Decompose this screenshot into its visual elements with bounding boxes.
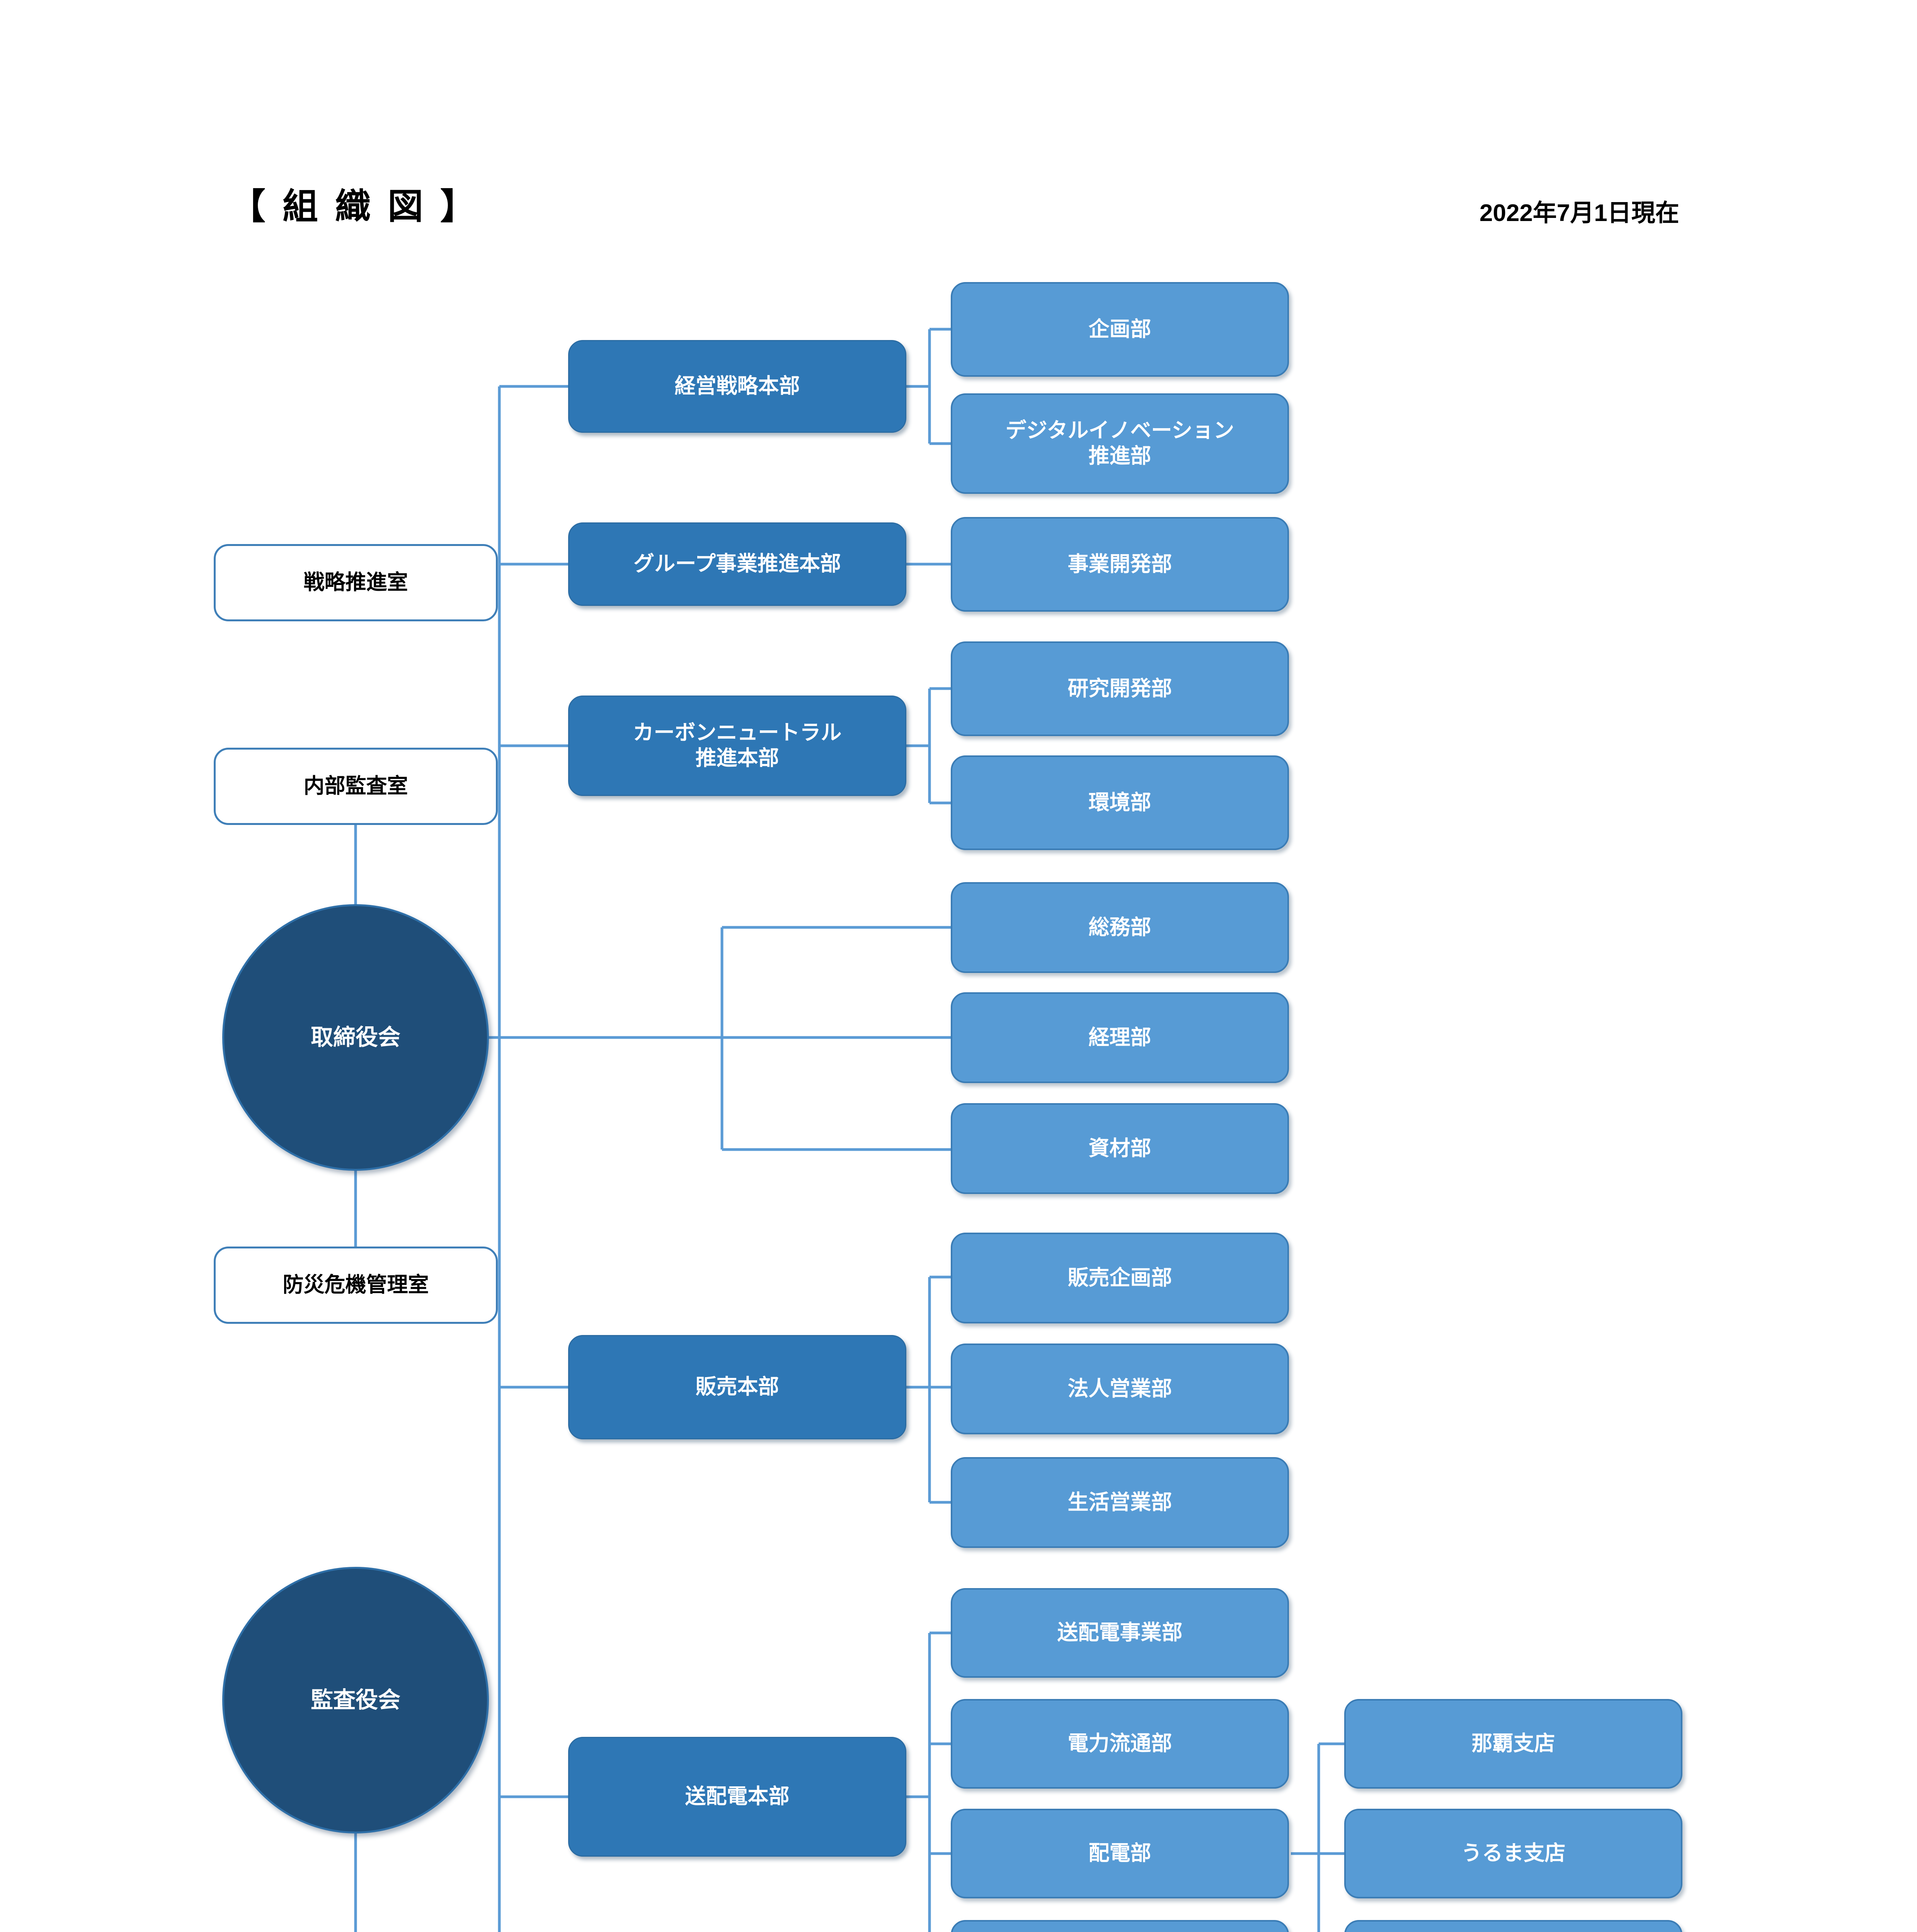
node-uruma-branch[interactable]: うるま支店 xyxy=(1344,1809,1682,1898)
node-planning-dept[interactable]: 企画部 xyxy=(951,282,1289,377)
node-carbon-neutral-division-label: カーボンニュートラル 推進本部 xyxy=(633,721,842,770)
node-strategy-office[interactable]: 戦略推進室 xyxy=(214,544,498,621)
node-materials-dept[interactable]: 資材部 xyxy=(951,1103,1289,1194)
node-distribution-dept[interactable]: 配電部 xyxy=(951,1809,1289,1898)
node-board-of-directors[interactable]: 取締役会 xyxy=(222,904,489,1171)
node-consumer-sales-dept[interactable]: 生活営業部 xyxy=(951,1457,1289,1548)
node-digital-innovation-dept-label: デジタルイノベーション 推進部 xyxy=(1005,419,1234,468)
node-carbon-neutral-division[interactable]: カーボンニュートラル 推進本部 xyxy=(568,696,906,796)
node-general-affairs-dept[interactable]: 総務部 xyxy=(951,882,1289,973)
node-environment-dept[interactable]: 環境部 xyxy=(951,755,1289,850)
node-rnd-dept[interactable]: 研究開発部 xyxy=(951,641,1289,736)
node-digital-innovation-dept[interactable]: デジタルイノベーション 推進部 xyxy=(951,393,1289,494)
page-title: 【 組 織 図 】 xyxy=(230,187,480,226)
node-transmission-business-dept[interactable]: 送配電事業部 xyxy=(951,1588,1289,1678)
node-accounting-dept[interactable]: 経理部 xyxy=(951,992,1289,1083)
as-of-date: 2022年7月1日現在 xyxy=(1479,200,1679,226)
node-land-dept[interactable]: 用地部 xyxy=(951,1920,1289,1932)
node-transmission-division[interactable]: 送配電本部 xyxy=(568,1737,906,1857)
node-power-flow-dept[interactable]: 電力流通部 xyxy=(951,1699,1289,1789)
node-naha-branch[interactable]: 那覇支店 xyxy=(1344,1699,1682,1789)
node-internal-audit-office[interactable]: 内部監査室 xyxy=(214,748,498,825)
node-corporate-sales-dept[interactable]: 法人営業部 xyxy=(951,1344,1289,1434)
node-nago-branch[interactable]: 名護支店 xyxy=(1344,1920,1682,1932)
node-sales-planning-dept[interactable]: 販売企画部 xyxy=(951,1233,1289,1323)
node-business-development-dept[interactable]: 事業開発部 xyxy=(951,517,1289,612)
node-disaster-management-office[interactable]: 防災危機管理室 xyxy=(214,1247,498,1324)
node-sales-division[interactable]: 販売本部 xyxy=(568,1335,906,1439)
node-board-of-auditors[interactable]: 監査役会 xyxy=(222,1567,489,1833)
node-group-business-division[interactable]: グループ事業推進本部 xyxy=(568,522,906,606)
node-management-strategy-division[interactable]: 経営戦略本部 xyxy=(568,340,906,433)
